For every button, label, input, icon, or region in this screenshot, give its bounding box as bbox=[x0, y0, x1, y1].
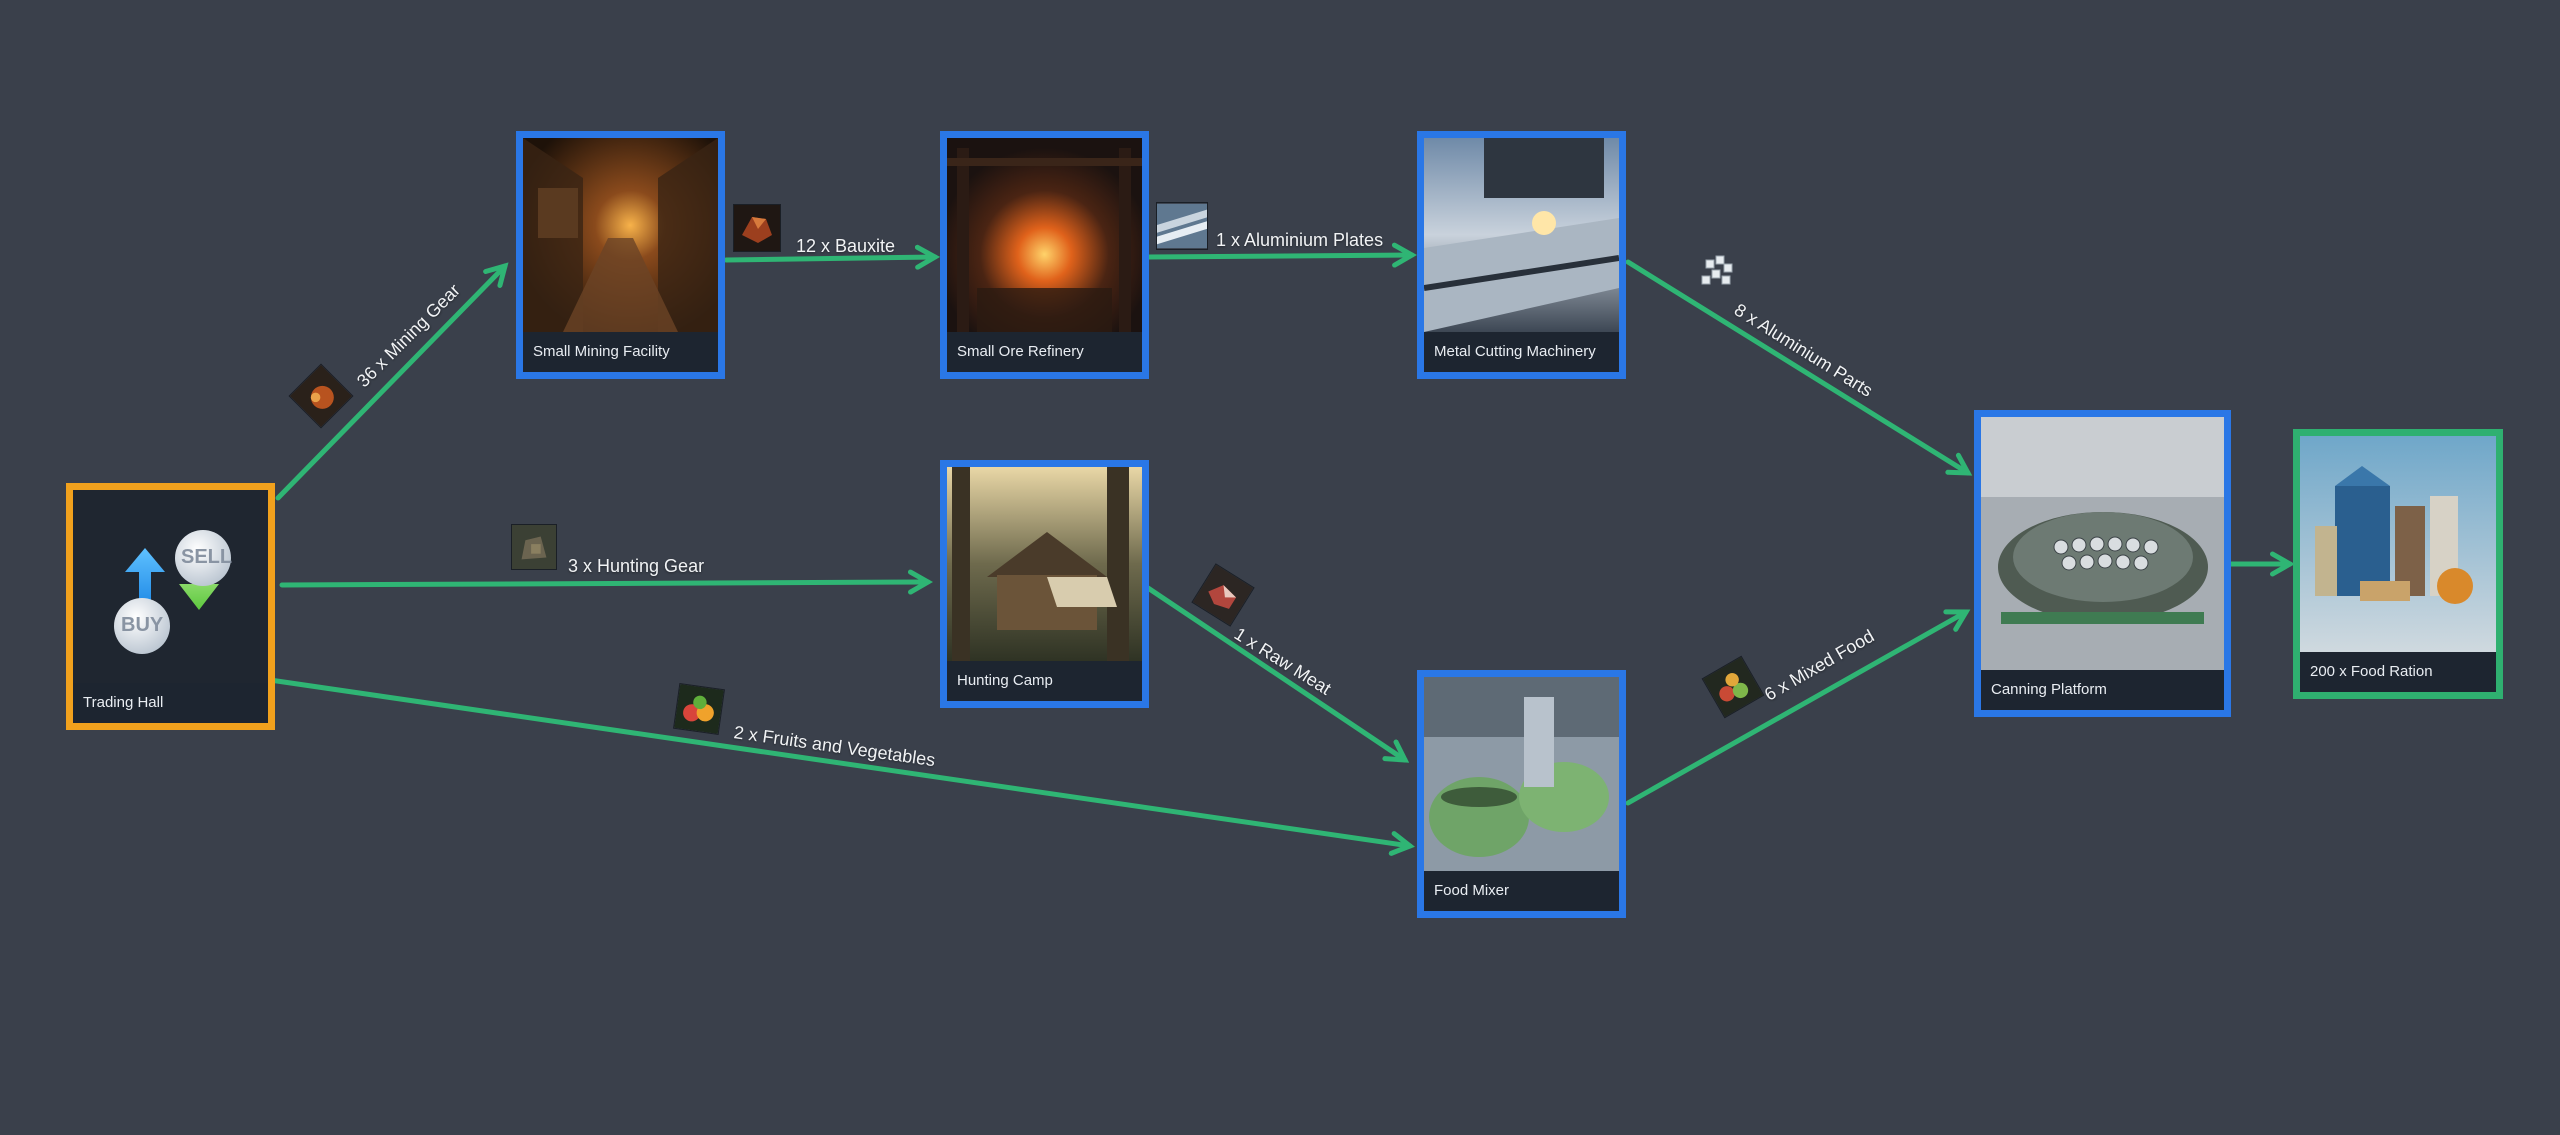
trading-hall-label: Trading Hall bbox=[73, 683, 268, 723]
hunting-camp-image bbox=[947, 467, 1142, 661]
mining-facility-label: Small Mining Facility bbox=[523, 332, 718, 372]
hunting-camp-label: Hunting Camp bbox=[947, 661, 1142, 701]
food-ration-image bbox=[2300, 436, 2496, 652]
link-trading-to-hunting bbox=[279, 569, 934, 595]
mixed-food-icon bbox=[1701, 655, 1765, 719]
hunting-gear-label: 3 x Hunting Gear bbox=[568, 556, 705, 576]
node-hunting-camp[interactable]: Hunting Camp bbox=[940, 460, 1149, 708]
node-small-ore-refinery[interactable]: Small Ore Refinery bbox=[940, 131, 1149, 379]
link-refinery-to-cutting bbox=[1145, 242, 1418, 268]
link-trading-to-mixer bbox=[267, 677, 1415, 856]
mining-gear-icon bbox=[288, 363, 354, 429]
link-mixer-to-canning bbox=[1625, 609, 1971, 806]
buy-text: BUY bbox=[121, 614, 164, 636]
node-trading-hall[interactable]: BUY SELL Trading Hall bbox=[66, 483, 275, 730]
link-hunting-to-mixer bbox=[1145, 585, 1410, 763]
metal-cutting-label: Metal Cutting Machinery bbox=[1424, 332, 1619, 372]
food-mixer-label: Food Mixer bbox=[1424, 871, 1619, 911]
link-cutting-to-canning bbox=[1625, 259, 1973, 476]
canning-platform-label: Canning Platform bbox=[1981, 670, 2224, 710]
node-small-mining-facility[interactable]: Small Mining Facility bbox=[516, 131, 725, 379]
ore-refinery-image bbox=[947, 138, 1142, 332]
fruits-vegetables-icon bbox=[673, 683, 725, 735]
buy-sell-icon bbox=[114, 530, 231, 654]
food-mixer-image bbox=[1424, 677, 1619, 871]
node-food-ration-output[interactable]: 200 x Food Ration bbox=[2293, 429, 2503, 699]
trading-hall-image: BUY SELL bbox=[73, 490, 268, 683]
aluminium-plates-icon bbox=[1156, 202, 1208, 250]
link-trading-to-mining bbox=[275, 262, 509, 501]
hunting-gear-icon bbox=[511, 524, 557, 570]
sell-text: SELL bbox=[181, 546, 233, 568]
aluminium-plates-label: 1 x Aluminium Plates bbox=[1216, 230, 1384, 250]
node-food-mixer[interactable]: Food Mixer bbox=[1417, 670, 1626, 918]
raw-meat-icon bbox=[1191, 563, 1255, 627]
aluminium-parts-icon bbox=[1696, 250, 1742, 296]
food-ration-label: 200 x Food Ration bbox=[2300, 652, 2496, 692]
canning-platform-image bbox=[1981, 417, 2224, 670]
node-metal-cutting-machinery[interactable]: Metal Cutting Machinery bbox=[1417, 131, 1626, 379]
link-mining-to-refinery bbox=[723, 244, 941, 270]
ore-refinery-label: Small Ore Refinery bbox=[947, 332, 1142, 372]
metal-cutting-image bbox=[1424, 138, 1619, 332]
mining-facility-image bbox=[523, 138, 718, 332]
node-canning-platform[interactable]: Canning Platform bbox=[1974, 410, 2231, 717]
bauxite-label: 12 x Bauxite bbox=[796, 236, 896, 256]
bauxite-icon bbox=[733, 204, 781, 252]
